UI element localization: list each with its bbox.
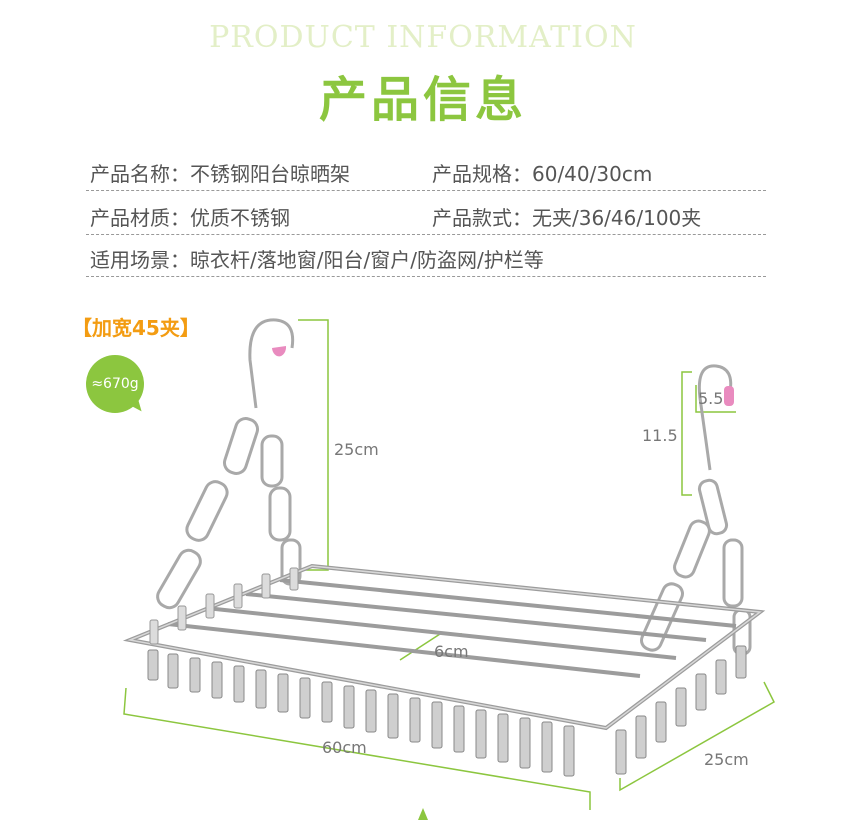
length-label: 60cm	[322, 738, 367, 757]
spec-product-name: 产品名称：不锈钢阳台晾晒架	[90, 162, 350, 186]
hook-width-line	[695, 385, 736, 413]
dimension-lines	[123, 319, 775, 810]
left-hook-tip	[272, 346, 287, 357]
spec-product-material: 产品材质：优质不锈钢	[90, 206, 290, 230]
spec-row-3: 适用场景：晾衣杆/落地窗/阳台/窗户/防盗网/护栏等	[86, 236, 766, 277]
bar-spacing-label: 6cm	[434, 642, 469, 661]
length-line	[123, 687, 591, 810]
english-title: PRODUCT INFORMATION	[209, 20, 637, 55]
spec-row-1: 产品名称：不锈钢阳台晾晒架 产品规格：60/40/30cm	[86, 150, 766, 191]
page-title: 产品信息	[318, 72, 527, 128]
right-hook	[697, 364, 733, 471]
hook-width-label: 5.5	[698, 389, 724, 408]
left-hanger	[156, 318, 302, 610]
hook-height-line	[681, 371, 692, 496]
front-clips	[147, 649, 575, 777]
weight-bubble: ≈670g	[86, 355, 144, 413]
right-hook-tip	[724, 386, 734, 406]
hook-height-label: 11.5	[642, 426, 678, 445]
hanger-height-line	[298, 319, 329, 571]
back-clips	[149, 567, 299, 645]
spec-product-style: 产品款式：无夹/36/46/100夹	[432, 206, 702, 230]
right-hanger	[640, 364, 752, 656]
width-line	[619, 681, 775, 792]
spec-product-size: 产品规格：60/40/30cm	[432, 162, 653, 186]
spec-usage-scenario: 适用场景：晾衣杆/落地窗/阳台/窗户/防盗网/护栏等	[90, 248, 544, 272]
width-label: 25cm	[704, 750, 749, 769]
bottom-arrow-icon	[418, 808, 428, 820]
hanger-height-label: 25cm	[334, 440, 379, 459]
spec-row-2: 产品材质：优质不锈钢 产品款式：无夹/36/46/100夹	[86, 194, 766, 235]
left-hook	[248, 318, 295, 409]
side-clips	[615, 645, 747, 775]
widened-clips-badge: 【加宽45夹】	[72, 316, 200, 340]
